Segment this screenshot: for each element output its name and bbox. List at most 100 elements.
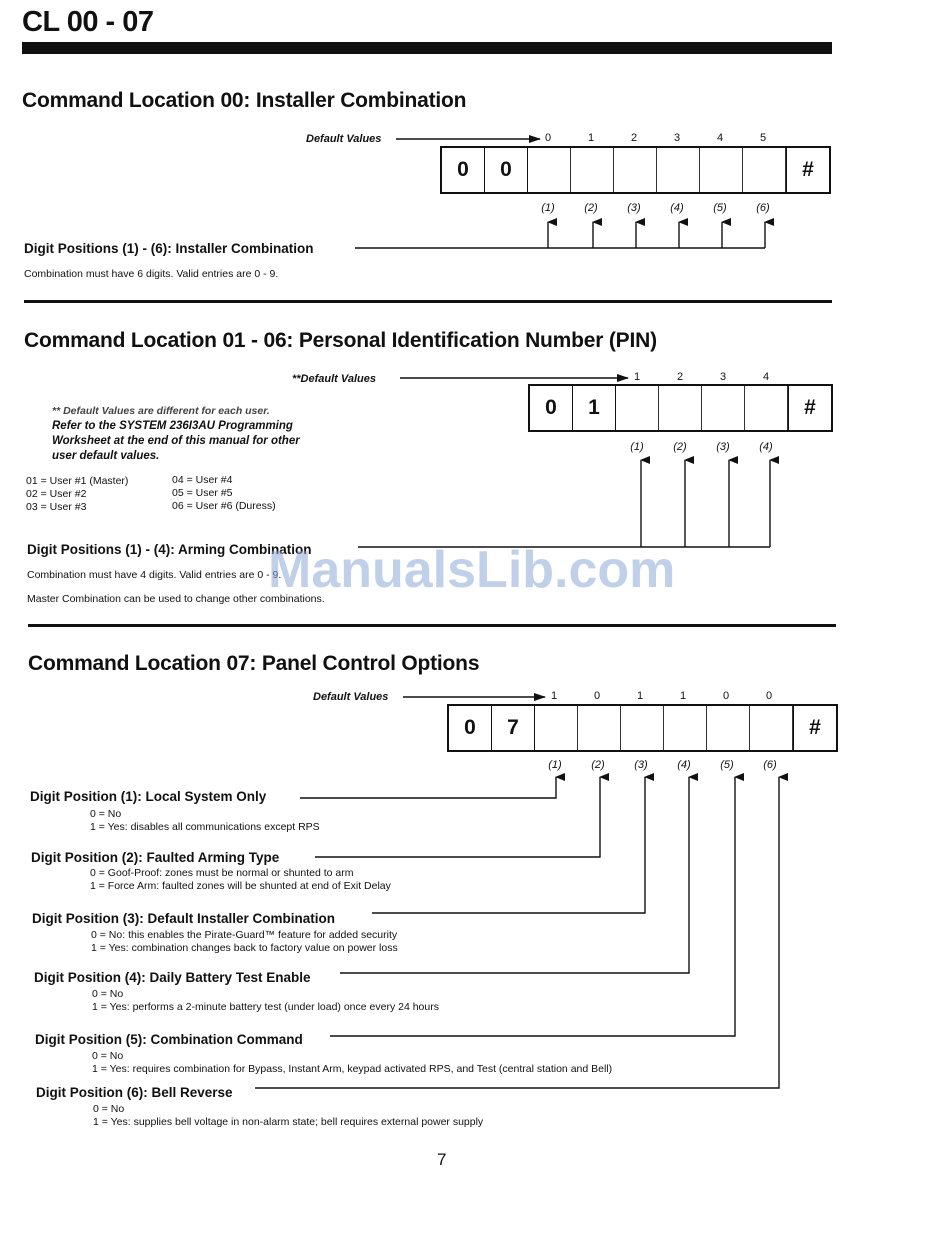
cl01-default-1: 1: [633, 371, 641, 383]
cl07-option-5-label: Digit Position (5): Combination Command: [35, 1032, 303, 1047]
user-2: 02 = User #2: [26, 488, 87, 500]
cl07-pos-5: (5): [720, 759, 734, 771]
page-number: 7: [437, 1150, 447, 1169]
cl01-hash-cell: #: [788, 386, 833, 430]
cl01-note-line-3: user default values.: [52, 450, 160, 462]
cl07-option-2-values: 0 = Goof-Proof: zones must be normal or …: [90, 867, 391, 893]
cl07-option-4-value-1: 1 = Yes: performs a 2-minute battery tes…: [92, 1001, 439, 1013]
cl07-pos-6: (6): [763, 759, 777, 771]
cl07-option-1-label: Digit Position (1): Local System Only: [30, 789, 267, 804]
cl07-defaults-label: Default Values: [313, 691, 389, 703]
cl07-digit-cell-6: [750, 706, 793, 750]
cl01-prefix-digit-2: 1: [573, 386, 616, 430]
cl00-default-4: 3: [673, 132, 681, 144]
cl01-user-list-right: 04 = User #4 05 = User #5 06 = User #6 (…: [172, 474, 276, 513]
cl01-digit-cell-4: [745, 386, 788, 430]
cl07-digit-cell-4: [664, 706, 707, 750]
cl01-pos-3: (3): [716, 441, 730, 453]
cl00-default-6: 5: [759, 132, 767, 144]
cl07-option-4-label: Digit Position (4): Daily Battery Test E…: [34, 970, 311, 985]
cl01-note-line-1: Refer to the SYSTEM 236I3AU Programming: [52, 420, 293, 432]
cl00-pos-2: (2): [584, 202, 598, 214]
cl00-digit-cell-1: [528, 148, 571, 192]
cl07-connector-1: [300, 773, 565, 799]
user-5: 05 = User #5: [172, 487, 233, 499]
cl07-digit-cell-5: [707, 706, 750, 750]
cl07-default-2: 0: [593, 690, 601, 702]
cl01-note-2: Master Combination can be used to change…: [27, 593, 325, 605]
cl00-default-2: 1: [587, 132, 595, 144]
cl07-option-2-value-1: 1 = Force Arm: faulted zones will be shu…: [90, 880, 391, 892]
cl07-option-5-value-1: 1 = Yes: requires combination for Bypass…: [92, 1063, 613, 1075]
cl07-connector-2: [315, 773, 609, 858]
page-title: CL 00 - 07: [22, 6, 154, 38]
cl00-digit-cell-4: [657, 148, 700, 192]
cl07-connector-6: [255, 773, 788, 1089]
cl07-heading: Command Location 07: Panel Control Optio…: [28, 652, 480, 675]
cl01-note-1: Combination must have 4 digits. Valid en…: [27, 569, 282, 581]
cl01-digit-cell-1: [616, 386, 659, 430]
cl07-option-6-value-1: 1 = Yes: supplies bell voltage in non-al…: [93, 1116, 484, 1128]
cl07-option-3-value-0: 0 = No: this enables the Pirate-Guard™ f…: [91, 929, 398, 941]
watermark: ManualsLib.com: [268, 541, 676, 599]
cl01-pos-2: (2): [673, 441, 687, 453]
cl00-pos-1: (1): [541, 202, 555, 214]
cl01-default-4: 4: [762, 371, 770, 383]
cl00-digit-cell-6: [743, 148, 786, 192]
cl01-defaults-label: **Default Values: [292, 373, 376, 385]
cl00-default-1: 0: [544, 132, 552, 144]
cl00-pos-6: (6): [756, 202, 770, 214]
cl01-entry-cells: 0 1 #: [528, 384, 833, 432]
cl01-digit-cell-3: [702, 386, 745, 430]
section-divider-2: [28, 624, 836, 627]
cl07-default-5: 0: [722, 690, 730, 702]
cl01-prefix-digit-1: 0: [530, 386, 573, 430]
cl00-prefix-digit-2: 0: [485, 148, 528, 192]
cl07-prefix-digit-1: 0: [449, 706, 492, 750]
cl07-option-1-value-1: 1 = Yes: disables all communications exc…: [90, 821, 320, 833]
section-divider-1: [24, 300, 832, 303]
cl07-option-3-value-1: 1 = Yes: combination changes back to fac…: [91, 942, 398, 954]
cl07-pos-4: (4): [677, 759, 691, 771]
cl07-digit-cell-2: [578, 706, 621, 750]
user-1: 01 = User #1 (Master): [26, 475, 129, 487]
cl07-option-2-value-0: 0 = Goof-Proof: zones must be normal or …: [90, 867, 354, 879]
cl07-option-3-label: Digit Position (3): Default Installer Co…: [32, 911, 336, 926]
cl07-hash-cell: #: [793, 706, 838, 750]
cl07-pos-3: (3): [634, 759, 648, 771]
cl00-default-3: 2: [630, 132, 638, 144]
cl07-pos-1: (1): [548, 759, 562, 771]
cl01-digit-cell-2: [659, 386, 702, 430]
cl07-default-1: 1: [550, 690, 558, 702]
user-6: 06 = User #6 (Duress): [172, 500, 276, 512]
cl07-pos-2: (2): [591, 759, 605, 771]
cl07-option-2-label: Digit Position (2): Faulted Arming Type: [31, 850, 280, 865]
cl07-option-3-values: 0 = No: this enables the Pirate-Guard™ f…: [91, 929, 398, 955]
cl07-connector-4: [340, 773, 698, 974]
cl07-option-6-value-0: 0 = No: [93, 1103, 125, 1115]
cl07-option-6-label: Digit Position (6): Bell Reverse: [36, 1085, 233, 1100]
cl00-pos-4: (4): [670, 202, 684, 214]
cl07-option-1-value-0: 0 = No: [90, 808, 122, 820]
user-3: 03 = User #3: [26, 501, 87, 513]
user-4: 04 = User #4: [172, 474, 233, 486]
cl00-digit-cell-2: [571, 148, 614, 192]
cl00-hash-cell: #: [786, 148, 831, 192]
cl00-note: Combination must have 6 digits. Valid en…: [24, 268, 279, 280]
cl07-digit-cell-3: [621, 706, 664, 750]
cl01-default-3: 3: [719, 371, 727, 383]
cl07-connector-5: [330, 773, 744, 1037]
cl07-entry-cells: 0 7 #: [447, 704, 838, 752]
cl07-connector-3: [372, 773, 654, 914]
cl01-default-2: 2: [676, 371, 684, 383]
title-bar: [22, 42, 832, 54]
cl07-default-6: 0: [765, 690, 773, 702]
cl01-note-line-2: Worksheet at the end of this manual for …: [52, 435, 300, 447]
cl01-digit-label: Digit Positions (1) - (4): Arming Combin…: [27, 542, 312, 557]
cl01-defaults-note: Refer to the SYSTEM 236I3AU Programming …: [52, 419, 300, 464]
cl07-default-3: 1: [636, 690, 644, 702]
cl00-pos-3: (3): [627, 202, 641, 214]
cl07-option-5-value-0: 0 = No: [92, 1050, 124, 1062]
cl01-pos-1: (1): [630, 441, 644, 453]
